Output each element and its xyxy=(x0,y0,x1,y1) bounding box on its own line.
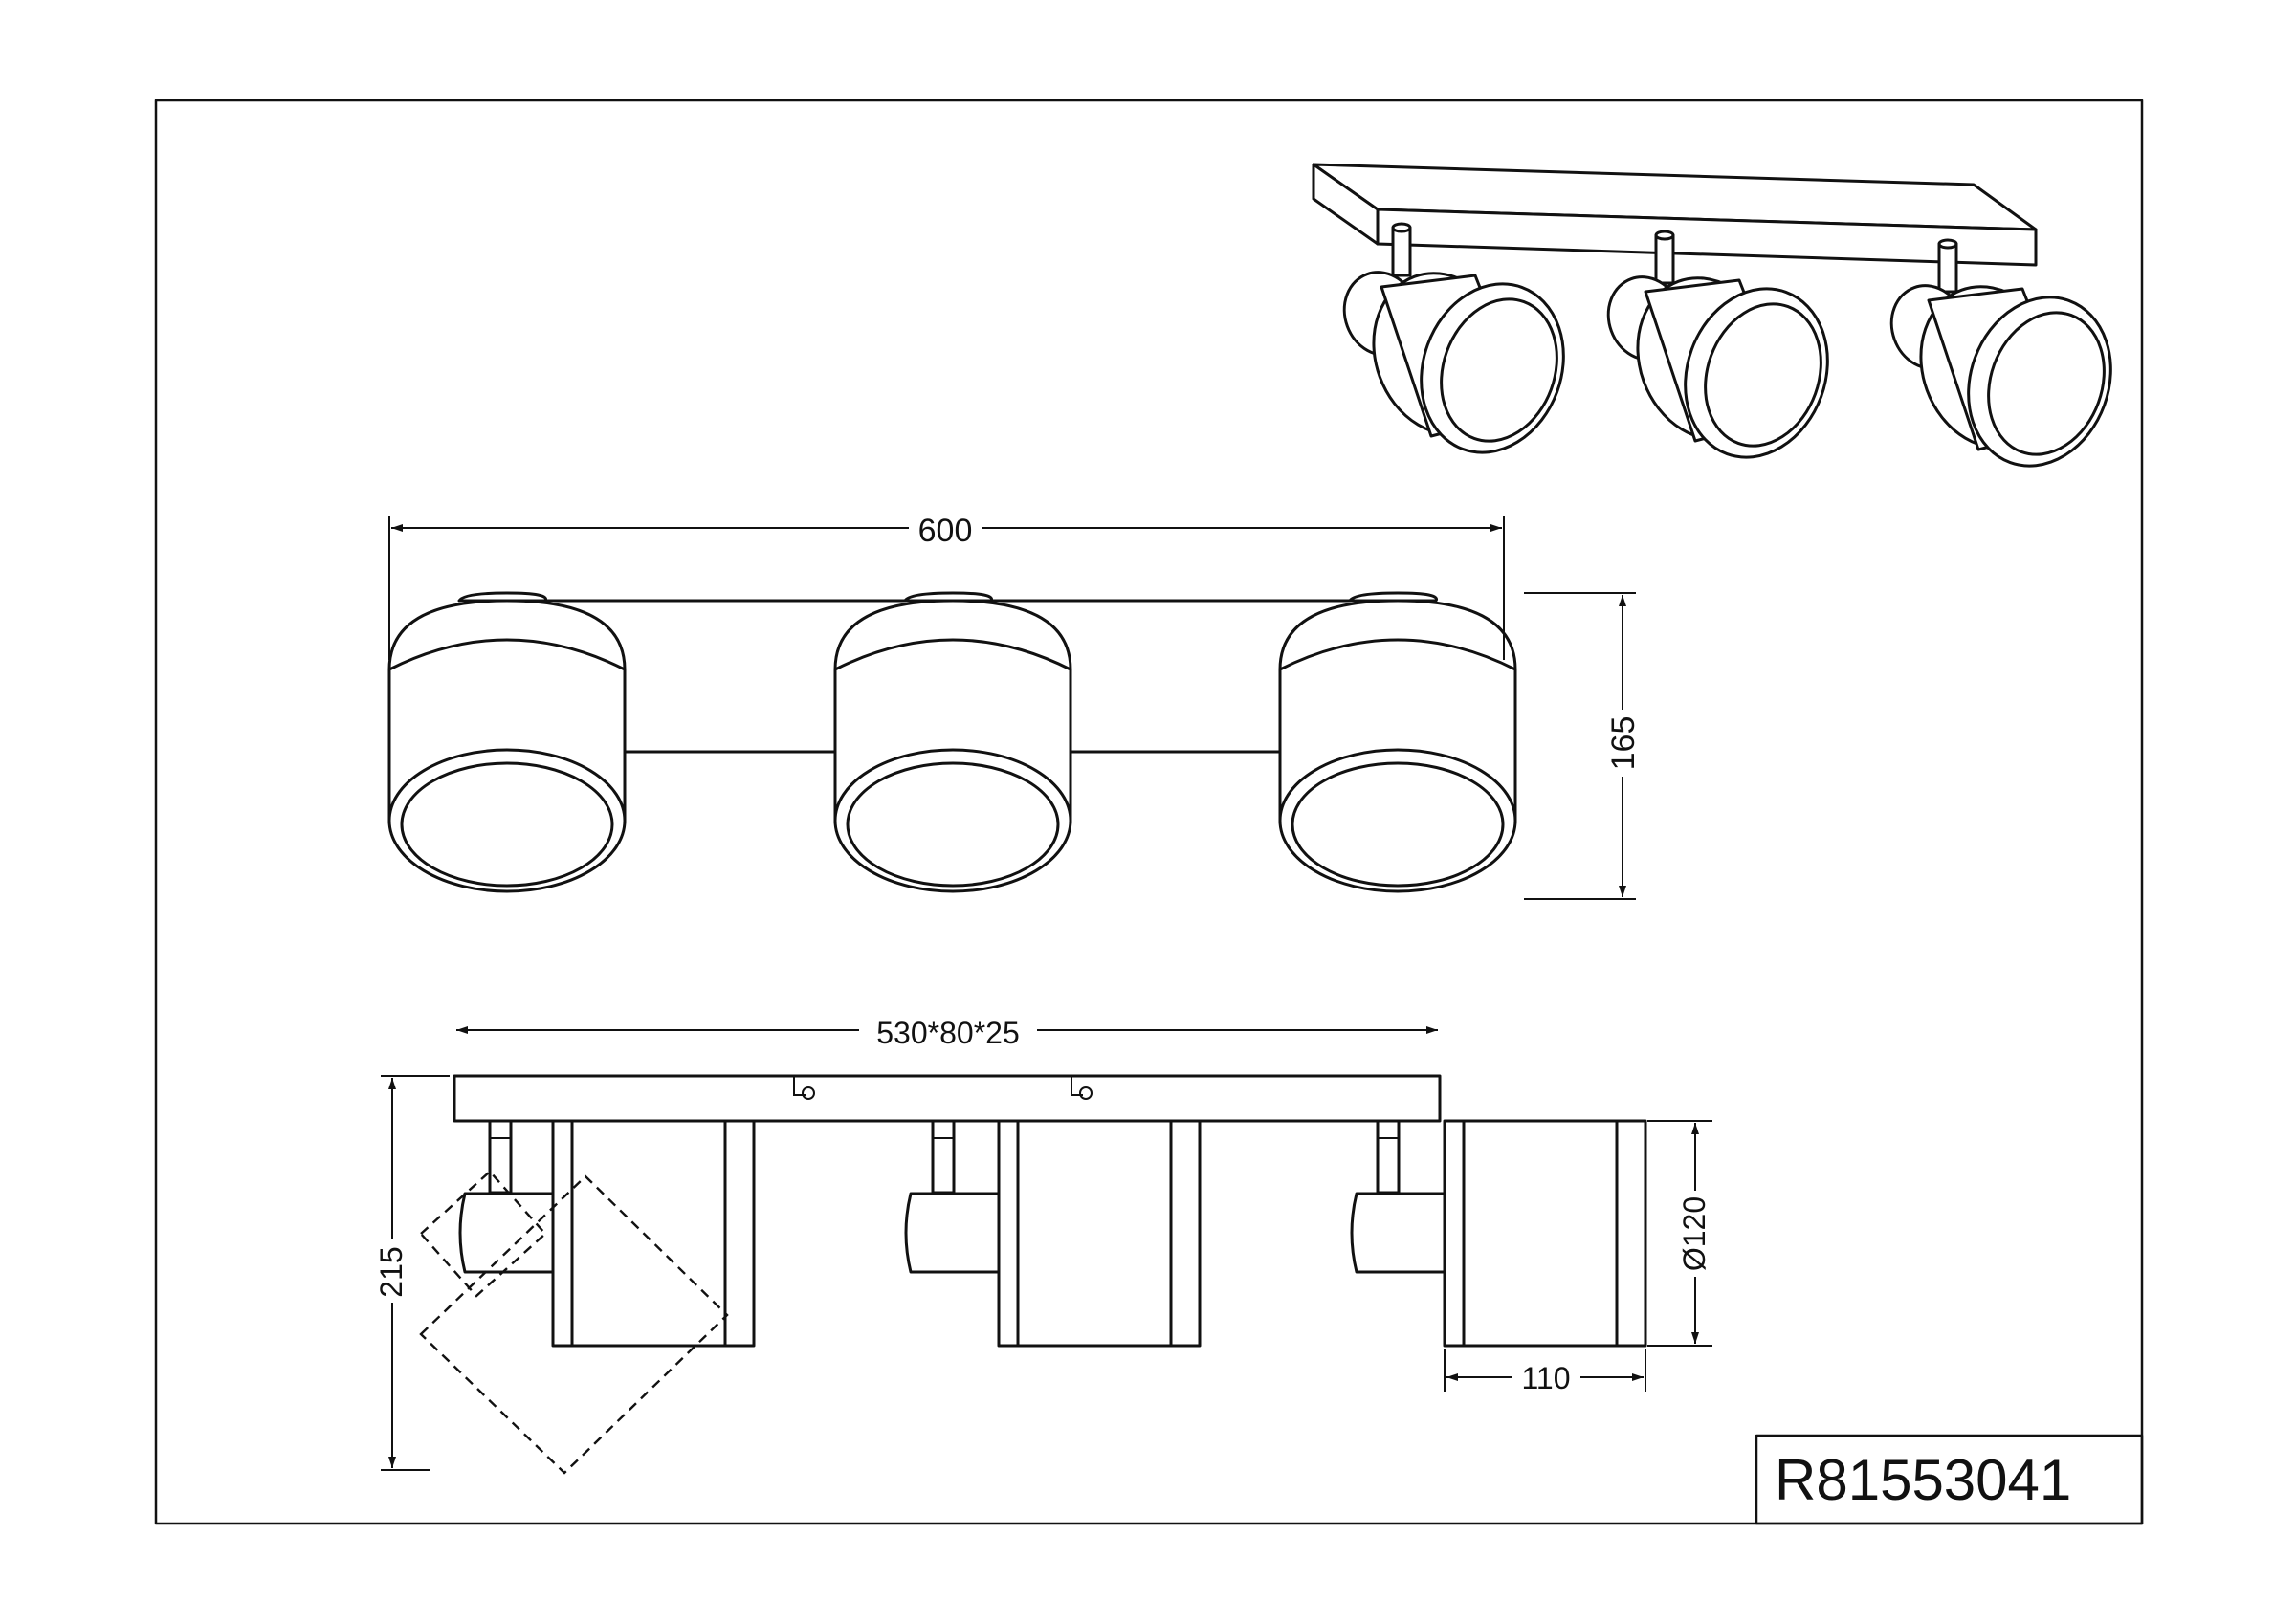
dimension-total-height-label: 215 xyxy=(374,1246,408,1297)
side-view-spot-2 xyxy=(904,1119,1202,1348)
dimension-total-height: 215 xyxy=(371,1075,450,1471)
perspective-view xyxy=(1312,163,2112,468)
dimension-canopy-label: 530*80*25 xyxy=(876,1016,1019,1050)
side-view-spot-3 xyxy=(1350,1119,1647,1348)
top-view-spot-3 xyxy=(1278,591,1517,893)
dimension-shade-depth: 110 xyxy=(1444,1349,1646,1396)
top-view: 600 165 xyxy=(387,509,1642,900)
perspective-canopy xyxy=(1312,163,2038,267)
dimension-canopy: 530*80*25 xyxy=(456,1012,1438,1050)
perspective-spot-3 xyxy=(1889,238,2112,468)
dimension-overall-height: 165 xyxy=(1524,592,1642,900)
perspective-spot-1 xyxy=(1342,222,1565,454)
dimension-overall-width: 600 xyxy=(388,509,1505,660)
drawing-frame xyxy=(154,99,2144,1525)
side-view-spot-1 xyxy=(419,1119,756,1475)
top-view-spot-2 xyxy=(833,591,1072,893)
product-code: R81553041 xyxy=(1775,1448,2071,1512)
dimension-shade-diameter-label: Ø120 xyxy=(1677,1196,1711,1271)
side-view: 530*80*25 215 Ø120 110 xyxy=(371,1012,1714,1475)
title-block: R81553041 xyxy=(1755,1434,2144,1525)
perspective-spot-2 xyxy=(1606,230,1829,459)
dimension-shade-diameter: Ø120 xyxy=(1647,1120,1714,1347)
dimension-overall-height-label: 165 xyxy=(1605,716,1642,771)
dimension-shade-depth-label: 110 xyxy=(1521,1361,1570,1395)
side-view-canopy xyxy=(453,1074,1442,1123)
dimension-overall-width-label: 600 xyxy=(918,513,973,549)
top-view-spot-1 xyxy=(387,591,627,893)
